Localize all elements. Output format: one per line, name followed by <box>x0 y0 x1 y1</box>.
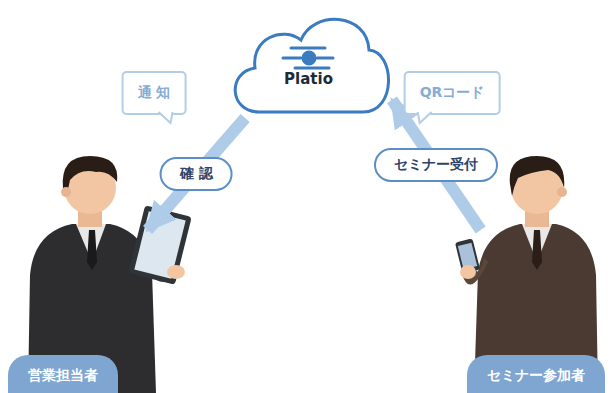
edge-label: セミナー受付 <box>374 148 498 182</box>
flow-arrow <box>148 118 246 230</box>
sales-person <box>28 156 192 393</box>
flow-arrow <box>392 100 481 230</box>
participant-person <box>455 156 598 393</box>
platio-logo <box>283 48 333 68</box>
cloud-outline <box>235 19 388 112</box>
role-label: 営業担当者 <box>8 355 118 393</box>
speech-bubble: 通 知 <box>122 71 187 115</box>
bubble-tail <box>158 112 172 124</box>
role-label: セミナー参加者 <box>467 355 605 393</box>
cloud-shape <box>225 8 392 118</box>
person-node: セミナー参加者 <box>420 230 608 393</box>
bubble-tail <box>418 112 432 124</box>
cloud-label: Platio <box>225 8 392 88</box>
cloud-node: Platio <box>225 8 392 118</box>
edge-label: 確 認 <box>160 157 233 191</box>
speech-bubble: QRコード <box>404 71 501 115</box>
person-node: 営業担当者 <box>5 230 205 393</box>
